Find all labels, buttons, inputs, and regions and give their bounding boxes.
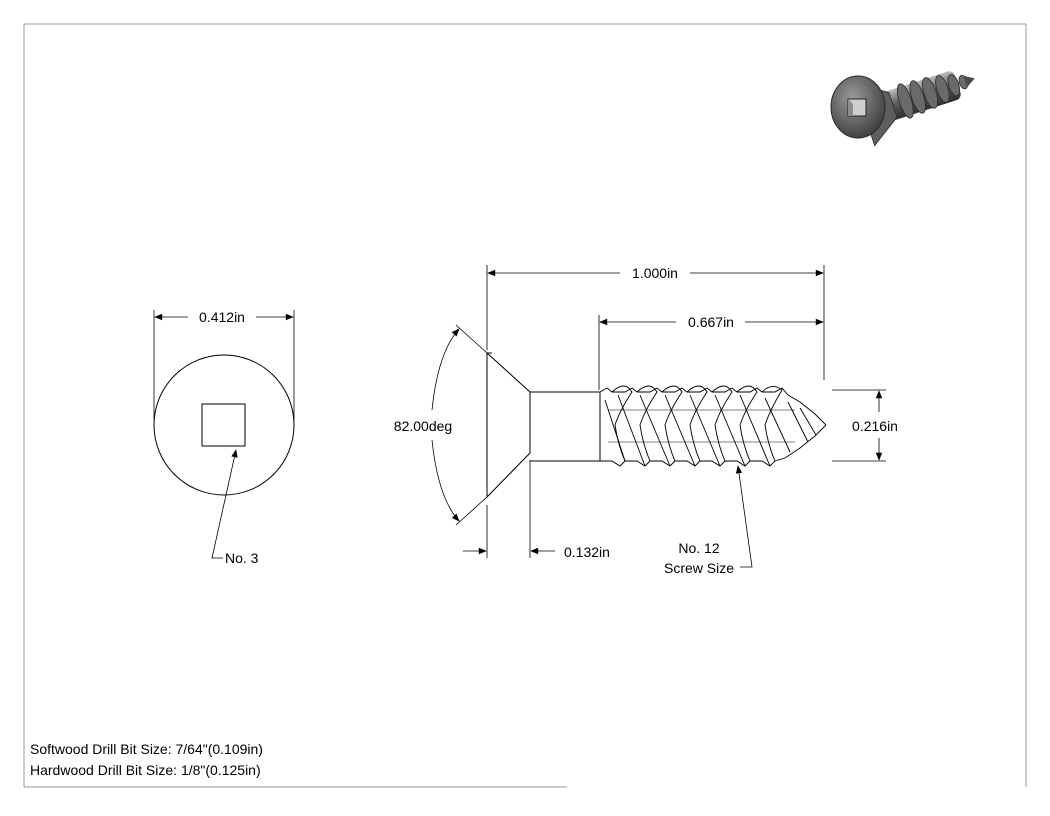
screw-3d-render-icon [830,71,975,147]
drive-leader-line [211,449,238,559]
angle-arc-lower [431,439,460,522]
screw-size-leader-line [735,465,753,568]
screw-head-profile [486,352,531,499]
drive-callout-label: No. 3 [225,550,259,566]
thread-diameter-label: 0.216in [852,418,898,434]
square-drive-recess [201,403,246,447]
screw-size-label-line1: No. 12 [678,540,719,556]
head-diameter-label: 0.412in [199,309,245,325]
sheet-border [23,23,1027,788]
head-height-label: 0.132in [564,544,610,560]
overall-length-label: 1.000in [632,265,678,281]
softwood-drill-bit-note: Softwood Drill Bit Size: 7/64"(0.109in) [30,741,263,757]
thread-body [599,385,827,467]
screw-size-label-line2: Screw Size [664,560,734,576]
angle-extension-line [455,496,488,526]
angle-arc-upper [431,328,460,411]
side-view [431,265,886,568]
head-angle-label: 82.00deg [394,418,452,434]
head-view: 0.412in No. 3 [153,309,295,566]
drill-bit-notes: Softwood Drill Bit Size: 7/64"(0.109in) … [30,739,263,781]
angle-extension-line [455,324,488,354]
hardwood-drill-bit-note: Hardwood Drill Bit Size: 1/8"(0.125in) [30,762,261,778]
head-circle [153,354,295,496]
thread-length-label: 0.667in [688,314,734,330]
